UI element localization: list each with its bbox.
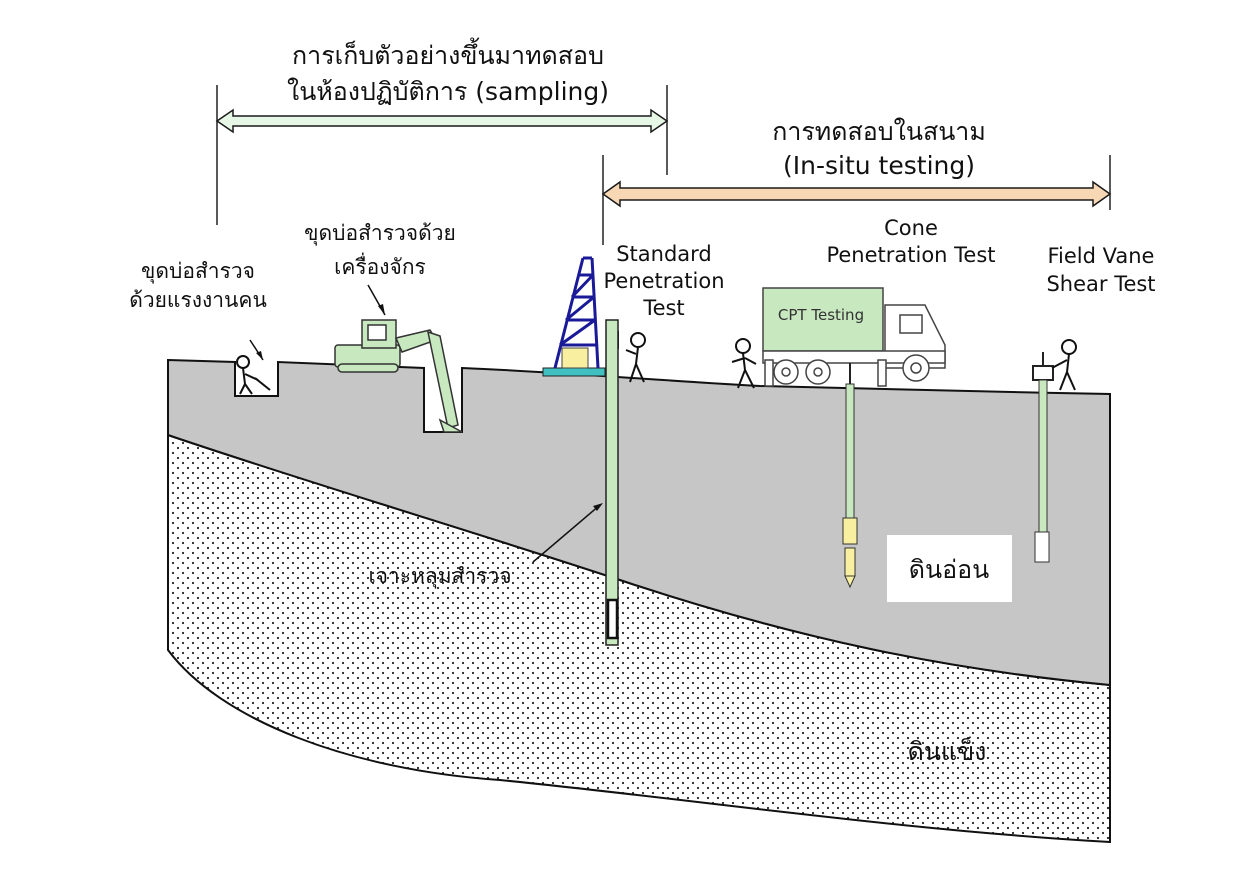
borehole-label: เจาะหลุมสำรวจ (368, 564, 511, 589)
cpt-cone-body (842, 517, 858, 545)
stiff-soil-label: ดินแข็ง (908, 736, 987, 766)
spt-worker (625, 332, 646, 383)
vane-label-line2: Shear Test (1046, 272, 1155, 296)
spt-label-line3: Test (642, 296, 684, 320)
borehole-pointer (532, 504, 601, 563)
soft-soil-label: ดินอ่อน (909, 555, 989, 584)
hand-pit-label-line1: ขุดบ่อสำรวจ (141, 259, 255, 284)
sampling-title-line2: ในห้องปฏิบัติการ (sampling) (287, 77, 609, 106)
machine-pit-pointer-head (378, 304, 385, 315)
insitu-title-line2: (In-situ testing) (783, 151, 975, 180)
cpt-worker (731, 338, 757, 389)
spt-label-line1: Standard (616, 242, 712, 266)
insitu-arrow (601, 180, 1112, 208)
cpt-rod (845, 383, 855, 520)
cpt-cone-tip (844, 575, 856, 589)
vane-blade (1034, 531, 1050, 563)
spt-label-line2: Penetration (603, 269, 724, 293)
vane-torque-head (1032, 365, 1054, 381)
insitu-title-line1: การทดสอบในสนาม (772, 117, 986, 146)
cpt-truck (762, 287, 946, 387)
vane-rod (1038, 379, 1048, 533)
spt-sampler (606, 598, 619, 640)
borehole-casing (605, 319, 619, 646)
vane-label-line1: Field Vane (1048, 244, 1155, 268)
cpt-cone-sleeve (844, 547, 856, 577)
hand-digging-worker (236, 355, 271, 395)
hand-pit-label-line2: ด้วยแรงงานคน (129, 288, 267, 312)
cpt-truck-label: CPT Testing (778, 306, 864, 324)
excavator (334, 319, 463, 433)
machine-pit-label-line1: ขุดบ่อสำรวจด้วย (304, 221, 456, 246)
soft-soil-label-box (887, 535, 1012, 602)
cpt-label-line1: Cone (884, 216, 938, 240)
cpt-label-line2: Penetration Test (826, 243, 995, 267)
machine-pit-label-line2: เครื่องจักร (334, 252, 426, 279)
sampling-title-line1: การเก็บตัวอย่างขึ้นมาทดสอบ (292, 37, 604, 70)
hand-pit-pointer-head (256, 351, 263, 360)
borehole-pointer-head (593, 503, 603, 511)
vane-worker (1051, 339, 1077, 391)
sampling-arrow (215, 108, 669, 134)
